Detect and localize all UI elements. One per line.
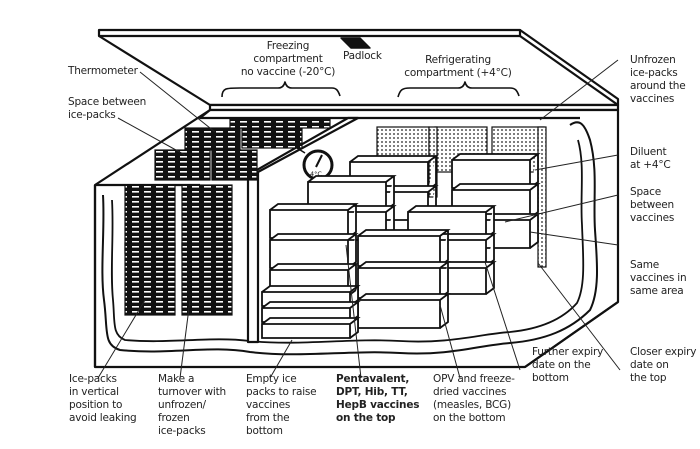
label-space-between-vaccines: Space between vaccines	[630, 186, 675, 224]
frozen-icepacks	[124, 117, 331, 316]
label-thermometer: Thermometer	[68, 65, 138, 77]
vaccine-box	[357, 293, 451, 329]
label-icepacks-vertical: Ice-packs in vertical position to avoid …	[69, 373, 137, 424]
label-diluent: Diluent at +4°C	[630, 146, 671, 171]
vaccine-box	[357, 261, 451, 299]
label-unfrozen-icepacks: Unfrozen ice-packs around the vaccines	[630, 54, 686, 105]
label-pentavalent: Pentavalent, DPT, Hib, TT, HepB vaccines…	[336, 373, 420, 424]
label-further-expiry: Further expiry date on the bottom	[532, 346, 604, 384]
vaccine-box	[451, 153, 541, 189]
label-same-vaccines: Same vaccines in same area	[630, 259, 687, 297]
divider-wall	[246, 116, 360, 344]
vaccine-box	[261, 301, 361, 323]
label-space-between-icepacks: Space between ice-packs	[68, 96, 147, 121]
label-freezing-compartment: Freezing compartment no vaccine (-20°C)	[240, 40, 336, 78]
vaccine-box	[261, 317, 361, 339]
freezing-bracket	[221, 81, 341, 98]
thermometer-reading: 4°C	[310, 170, 322, 178]
refrigerating-bracket	[397, 81, 520, 98]
vaccine-box	[269, 233, 359, 269]
label-empty-icepacks: Empty ice packs to raise vaccines from t…	[246, 373, 317, 437]
vaccine-boxes	[261, 153, 541, 339]
label-opv: OPV and freeze- dried vaccines (measles,…	[433, 373, 515, 424]
vaccine-box	[357, 229, 451, 267]
label-padlock: Padlock	[343, 50, 382, 62]
leader-lines	[97, 59, 621, 379]
label-closer-expiry: Closer expiry date on the top	[630, 346, 697, 384]
label-turnover: Make a turnover with unfrozen/ frozen ic…	[158, 373, 226, 437]
vaccine-box	[269, 203, 359, 239]
lid	[97, 28, 620, 112]
padlock-icon	[340, 37, 371, 49]
label-refrigerating-compartment: Refrigerating compartment (+4°C)	[404, 54, 512, 79]
